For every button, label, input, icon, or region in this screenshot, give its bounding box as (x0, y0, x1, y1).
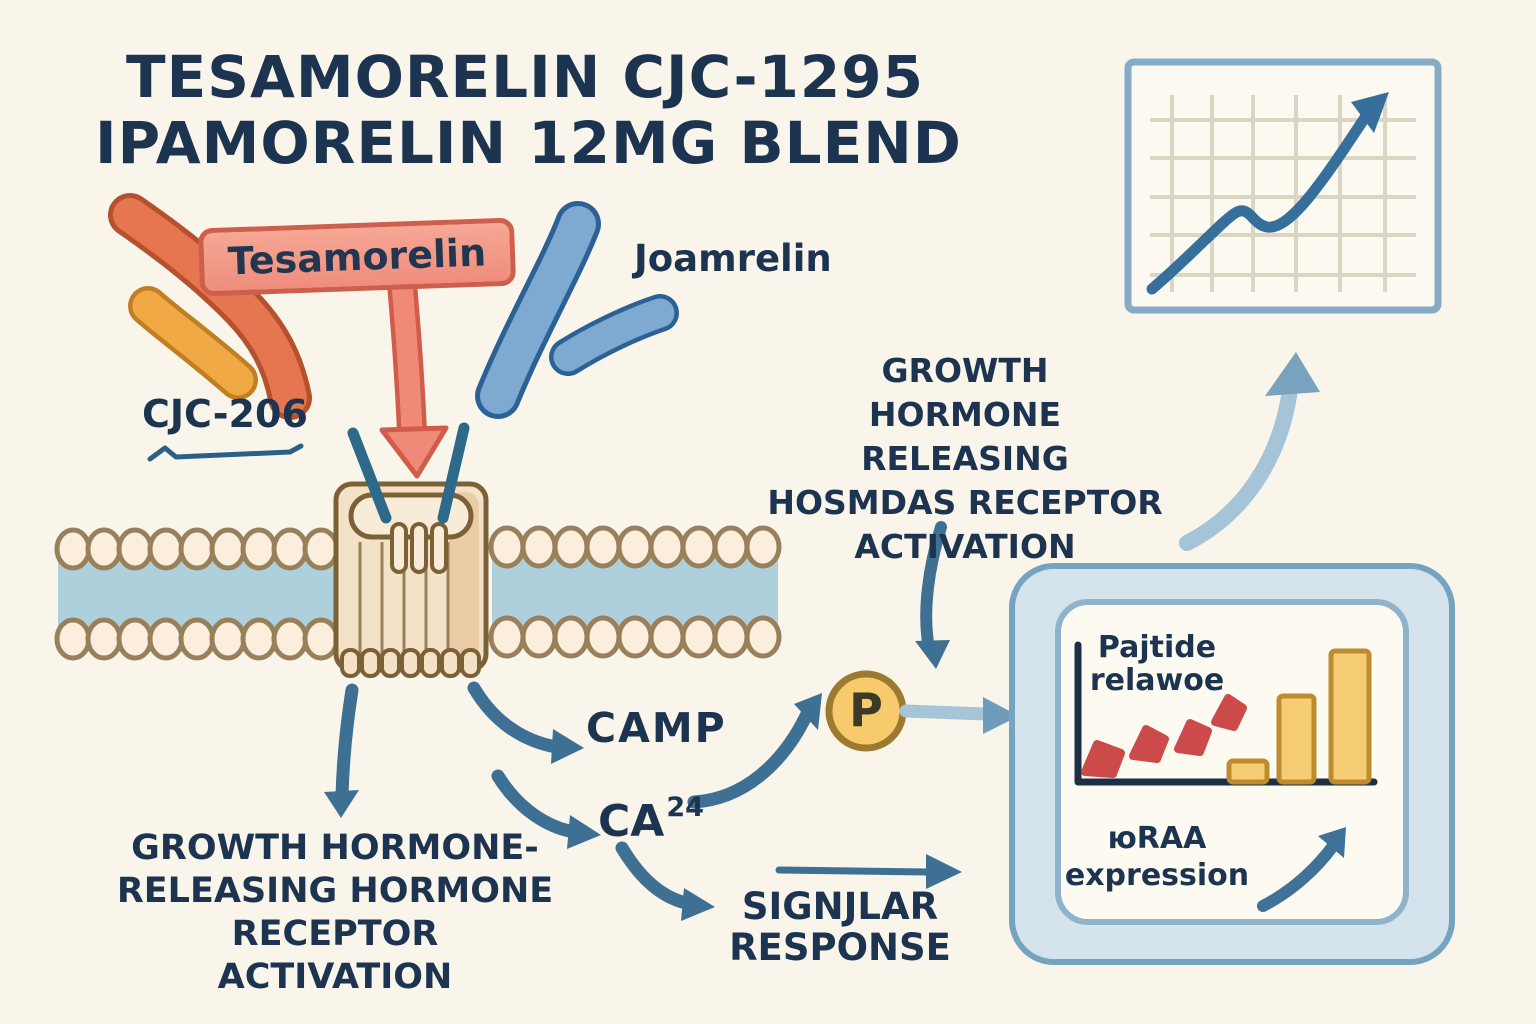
expression-caption: юRAA expression (1064, 821, 1250, 893)
release-chart-scatter (1081, 694, 1247, 778)
receptor-bottom-fringe (340, 648, 481, 678)
expression-up-arrow (1257, 840, 1339, 912)
pathway-arrows (335, 521, 947, 910)
page-title-line1: TESAMORELIN CJC-1295 (126, 43, 924, 111)
pathway-arrowheads (324, 640, 962, 921)
calcium-superscript: 24 (666, 792, 704, 824)
tesamorelin-label: Tesamorelin (197, 217, 517, 297)
trend-line-arrowhead-icon (1351, 92, 1389, 133)
phosphorylation-letter: P (849, 683, 883, 737)
page-title: TESAMORELIN CJC-1295 IPAMORELIN 12MG BLE… (95, 43, 962, 177)
light-blue-arrows (899, 352, 1320, 734)
receptor-antennae (347, 422, 470, 524)
arrow-activation-to-p (920, 521, 947, 654)
camp-label: CAMP (586, 704, 727, 752)
page-title-line2: IPAMORELIN 12MG BLEND (95, 109, 962, 177)
arrow-signal-to-box (775, 866, 932, 876)
trend-line (1146, 98, 1380, 295)
result-box (1009, 563, 1455, 965)
left-activation-caption: GROWTH HORMONE- RELEASING HORMONE RECEPT… (116, 828, 554, 997)
arrow-receptor-to-left-activation (335, 683, 359, 803)
release-chart-bars (1226, 648, 1372, 785)
tesamorelin-binding-arrow (379, 282, 449, 479)
trend-chart-grid (1150, 95, 1416, 292)
release-chart-title: Pajtide relawoe (1089, 630, 1225, 698)
ghrh-receptor (333, 422, 489, 678)
signal-response-caption: SIGNJLAR RESPONSE (729, 885, 951, 969)
right-activation-caption: GROWTH HORMONE RELEASING HOSMDAS RECEPTO… (767, 351, 1163, 566)
calcium-label: CA24 (598, 792, 704, 847)
arrow-ca-to-signal (615, 841, 693, 910)
peptide-rods (108, 193, 679, 420)
cell-membrane (57, 528, 779, 658)
arrow-ca-to-p (687, 709, 813, 809)
cjc206-underline-icon (147, 443, 304, 462)
cjc206-label: CJC-206 (142, 392, 308, 436)
joamrelin-label: Joamrelin (634, 237, 832, 280)
release-chart-axes (1074, 641, 1378, 786)
arrow-receptor-to-ca (491, 769, 581, 839)
arrow-receptor-to-camp (467, 681, 563, 754)
trend-chart (1124, 58, 1442, 314)
